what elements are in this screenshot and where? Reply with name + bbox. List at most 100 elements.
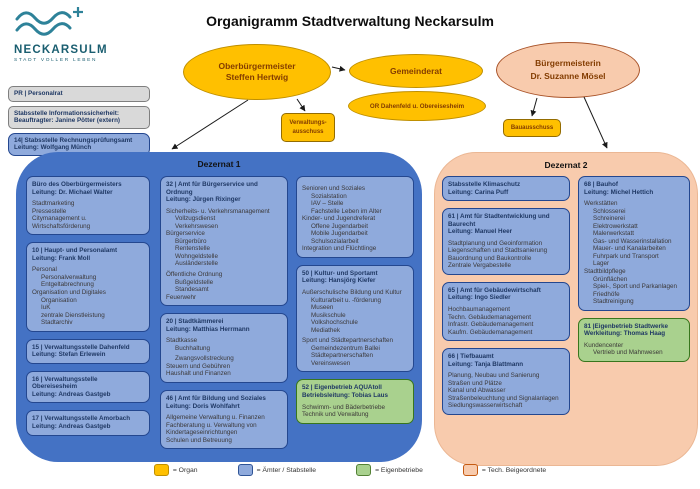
logo-city-name: NECKARSULM [14, 44, 108, 56]
box-header-line: Leitung: Tanja Blattmann [448, 360, 524, 368]
box-item: Stadtplanung und Geoinformation [448, 239, 543, 247]
gemeinderat-label: Gemeinderat [390, 66, 442, 76]
tech-beigeordnete-swatch-icon [462, 464, 478, 476]
arrow-bm-dezernat2 [583, 96, 608, 149]
box-header-line: 32 | Amt für Bürgerservice und Ordnung [166, 181, 258, 196]
box-item: Zentrale Vergabestelle [448, 262, 512, 270]
box-item: Haushalt und Finanzen [166, 370, 231, 378]
box-item: Schreinerei [593, 215, 625, 223]
dezernat2-title: Dezernat 2 [544, 160, 588, 170]
box-item: Ausländerstelle [175, 260, 219, 268]
box-header-line: 61 | Amt für Stadtentwicklung und Baurec… [448, 213, 550, 228]
box-item: Allgemeine Verwaltung u. Finanzen [166, 414, 265, 422]
box-item: Gemeindezentrum Ballei [311, 344, 380, 352]
box-item: Standesamt [175, 286, 209, 294]
box-header-line: Leitung: Hansjörg Kiefer [302, 277, 376, 285]
legend-item: = Eigenbetriebe [356, 464, 423, 476]
box-item: Citymanagement u. Wirtschaftsförderung [32, 215, 91, 230]
page-title: Organigramm Stadtverwaltung Neckarsulm [206, 13, 494, 29]
box-item: Schulsozialarbeit [311, 237, 359, 245]
va-line1: Verwaltungs- [289, 119, 327, 126]
box-header-line: Stabsstelle Informationssicherheit: [14, 109, 119, 117]
ob-name: Steffen Hertwig [225, 72, 289, 82]
box-item: Kulturarbeit u. -förderung [311, 296, 382, 304]
box-item: Außerschulische Bildung und Kultur [302, 289, 402, 297]
box-item: Kinder- und Jugendreferat [302, 215, 376, 223]
box-item: Organisation und Digitales [32, 289, 106, 297]
box-header-line: Büro des Oberbürgermeisters [32, 181, 122, 188]
box-item: Sport und Städtepartnerschaften [302, 337, 394, 345]
box-item: Fuhrpark und Transport [593, 252, 659, 260]
box-item: Schwimm- und Bäderbetriebe [302, 403, 385, 411]
box-item: Stadtbildpflege [584, 268, 626, 276]
box-header-line: 20 | Stadtkämmerei [166, 318, 224, 326]
box-header-line: Leitung: Andreas Gastgeb [32, 423, 111, 431]
box-item: Grünflächen [593, 275, 628, 283]
box-item: Museen [311, 304, 334, 312]
box-item: Infrastr. Gebäudemanagement [448, 321, 534, 329]
org-box: PR | Personalrat [8, 86, 150, 102]
box-item: Stadtarchiv [41, 319, 73, 327]
box-header-line: Leitung: Wolfgang Münch [14, 144, 92, 152]
box-header-line: Leitung: Ingo Siedler [448, 294, 511, 302]
oberbuergermeister-oval: Oberbürgermeister Steffen Hertwig [183, 44, 331, 100]
box-item: Vereinswesen [311, 359, 351, 367]
box-item: Gas- und Wasserinstallation [593, 237, 672, 245]
box-item: Feuerwehr [166, 293, 197, 301]
box-item: Bürgerbüro [175, 237, 207, 245]
arrow-bm-bauausschuss [530, 97, 538, 117]
box-item: Sozialstation [311, 192, 347, 200]
box-item: Senioren und Soziales [302, 185, 366, 192]
box-header-line: Leitung: Doris Wohlfahrt [166, 402, 240, 410]
box-item: Offene Jugendarbeit [311, 222, 368, 230]
box-item: Stadtmarketing [32, 200, 75, 208]
box-header-line: Leitung: Jürgen Rixinger [166, 196, 241, 204]
bm-role: Bürgermeisterin [535, 58, 601, 69]
box-item: Fachstelle Leben im Alter [311, 207, 382, 215]
box-header-line: 50 | Kultur- und Sportamt [302, 269, 378, 277]
box-item: Planung, Neubau und Sanierung [448, 372, 540, 380]
box-header-line: PR | Personalrat [14, 90, 63, 97]
box-header-line: Leitung: Carina Puff [448, 188, 509, 196]
box-item: Kaufm. Gebäudemanagement [448, 328, 533, 336]
box-item: Personalverwaltung [41, 273, 97, 281]
box-header-line: 66 | Tiefbauamt [448, 353, 494, 361]
box-item: Straßen und Plätze [448, 379, 502, 387]
box-item: Zwangsvollstreckung [175, 355, 234, 363]
org-box: Stabsstelle Informationssicherheit:Beauf… [8, 105, 150, 129]
box-item: Hochbaumanagement [448, 306, 510, 314]
logo-tagline: STADT VOLLER LEBEN [14, 58, 98, 63]
box-item: Verkehrswesen [175, 222, 219, 230]
ob-role: Oberbürgermeister [218, 60, 296, 71]
box-header-line: Leitung: Dr. Michael Walter [32, 188, 113, 196]
box-item: Integration und Flüchtlinge [302, 245, 377, 253]
box-header-line: Leitung: Frank Moll [32, 254, 91, 262]
box-item: Bauordnung und Baukontrolle [448, 254, 532, 262]
box-header-line: Werkleitung: Thomas Haag [584, 330, 666, 338]
box-header-line: 52 | Eigenbetrieb AQUAtoll [302, 384, 382, 392]
box-item: Wohngeldstelle [175, 252, 218, 260]
box-header-line: Leitung: Michel Hettich [584, 188, 654, 196]
bauausschuss-box: Bauausschuss [503, 119, 561, 137]
box-item: Bürgerservice [166, 230, 205, 238]
box-header-line: 17 | Verwaltungsstelle Amorbach [32, 415, 131, 423]
aemter-stabstelle-swatch-icon [237, 464, 253, 476]
buergermeisterin-oval: Bürgermeisterin Dr. Suzanne Mösel [496, 42, 640, 98]
box-header-line: 68 | Bauhof [584, 181, 618, 188]
legend-item: = Tech. Beigeordnete [462, 464, 546, 476]
va-line2: ausschuss [292, 128, 324, 135]
box-item: IAV – Stelle [311, 200, 344, 208]
box-item: Buchhaltung [175, 344, 211, 352]
